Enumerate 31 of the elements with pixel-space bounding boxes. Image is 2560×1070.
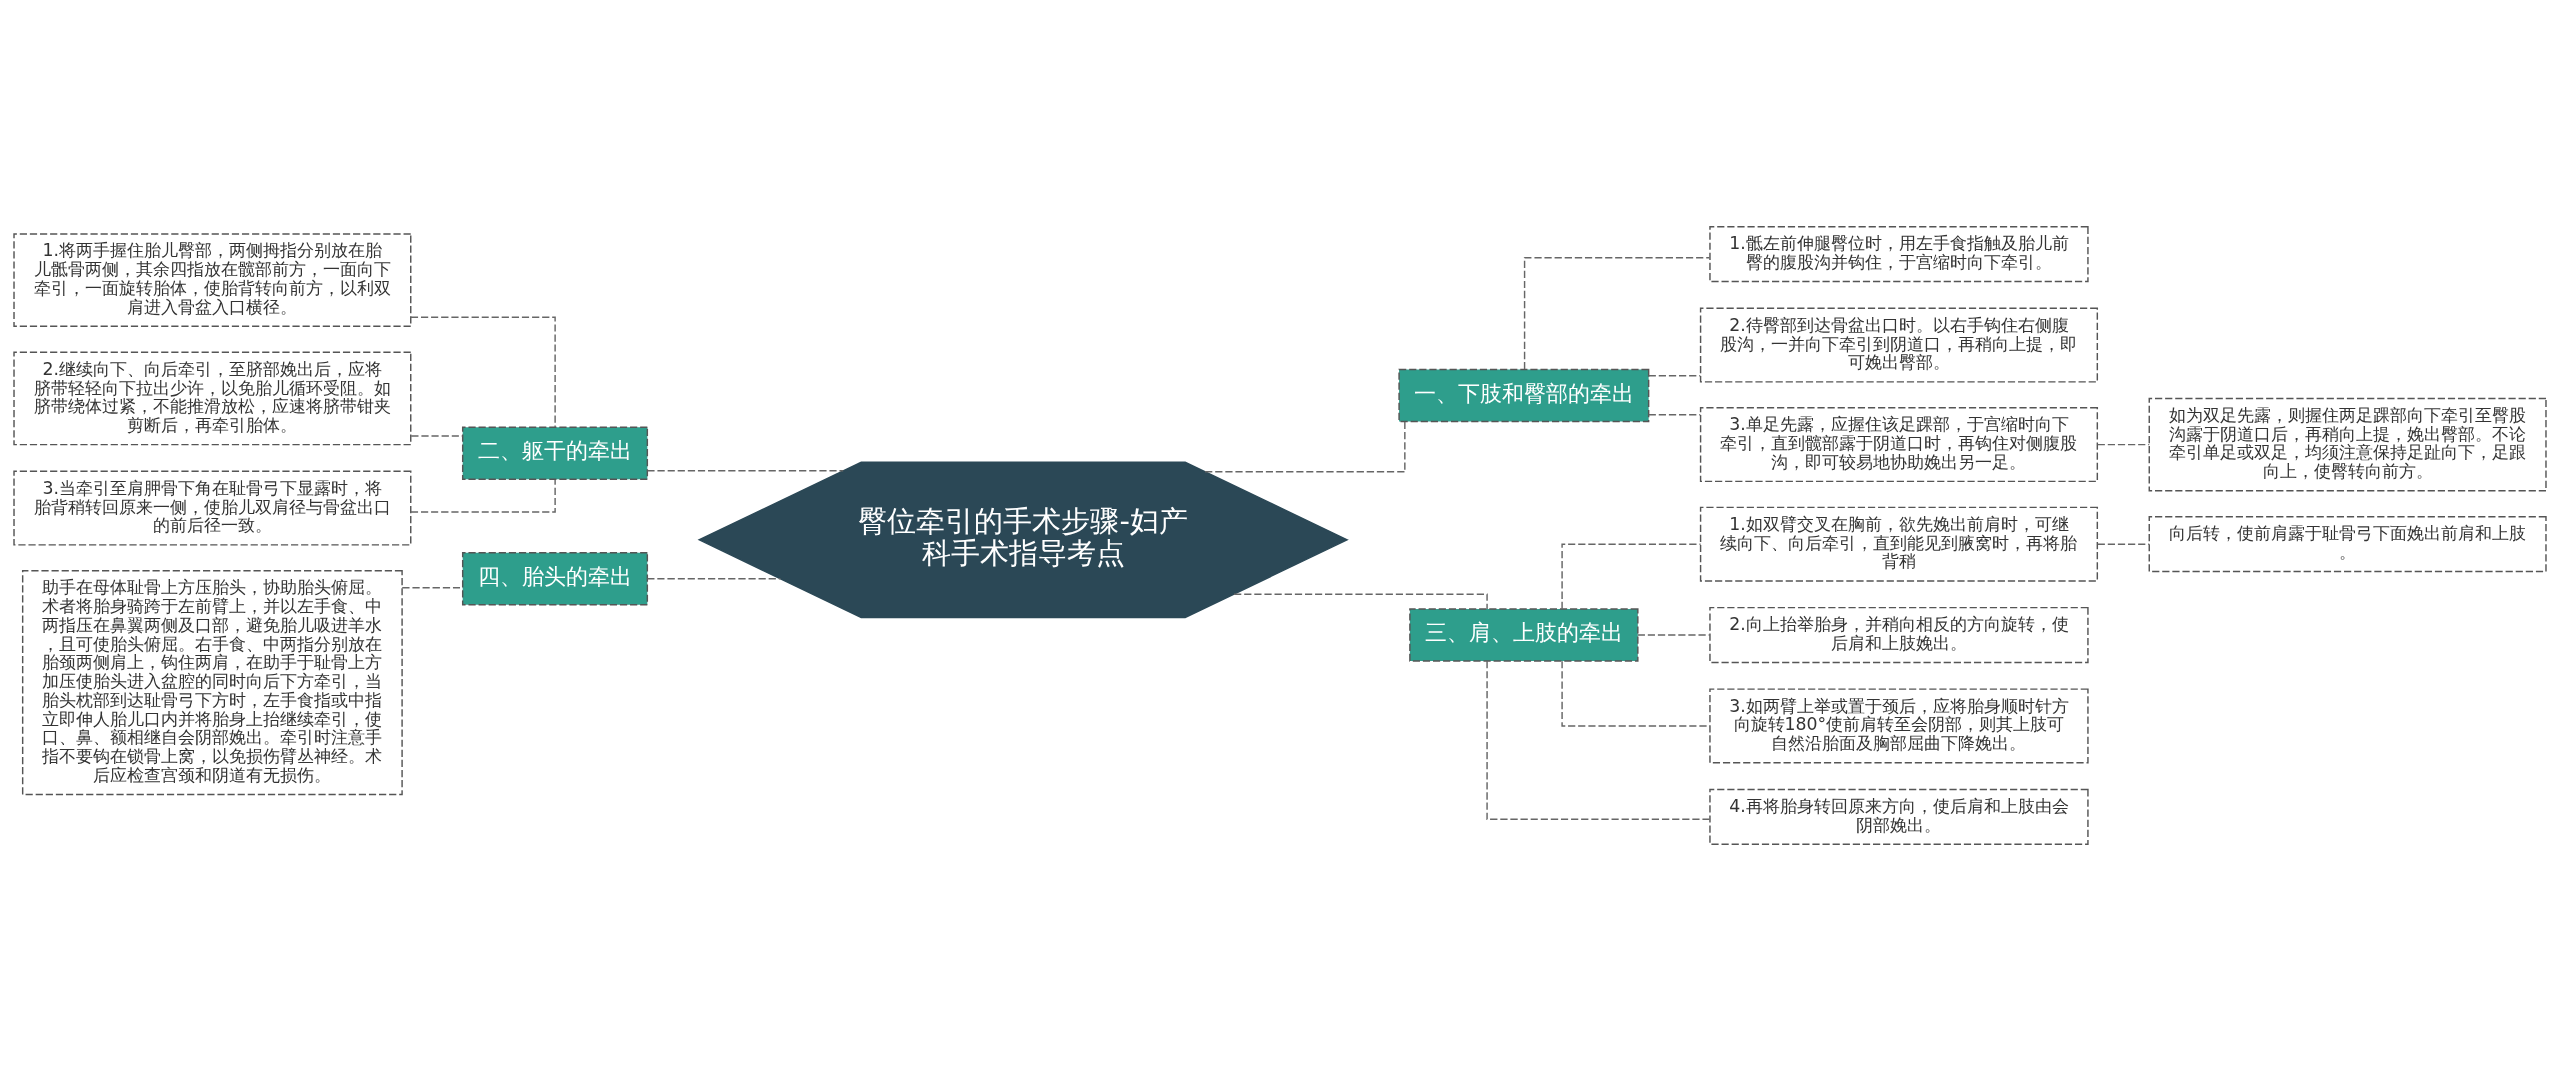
node-box: 二、躯干的牵出 [461,426,649,480]
connector [2097,443,2150,445]
connector [1648,413,1701,415]
node-box: 1.将两手握住胎儿臀部，两侧拇指分别放在胎儿骶骨两侧，其余四指放在髋部前方，一面向下牵引，一面旋转胎体，使胎背转向前方，以利双肩进入骨盆入口横径。 [13,232,412,327]
connector [1523,256,1711,370]
node-box: 如为双足先露，则握住两足踝部向下牵引至臀股沟露于阴道口后，再稍向上提，娩出臀部。不论牵引单足或双足，均须注意保持足趾向下，足跟向上，使臀转向前方。 [2148,397,2547,491]
connector [2097,542,2150,545]
connector [410,316,556,428]
node-box: 三、肩、上肢的牵出 [1409,607,1639,662]
connector [646,577,782,579]
connector [1561,542,1702,609]
node-box: 4.再将胎身转回原来方向，使后肩和上肢由会阴部娩出。 [1709,788,2089,845]
node-box: 助手在母体耻骨上方压胎头，协助胎头俯屈。术者将胎身骑跨于左前臂上，并以左手食、中两指压在鼻翼两侧及口部，避免胎儿吸进羊水，且可使胎头俯屈。右手食、中两指分别放在胎颈两侧肩上，钩住两肩，在助手于耻骨上方加压使胎头进入盆腔的同时向后下方牵引，当胎头枕部到达耻骨弓下方时，左手食指或中指立即伸人胎儿口内并将胎身上抬继续牵引，使口、鼻、额相继自会阴部娩出。牵引时注意手指不要钩在锁骨上窝，以免损伤臂丛神经。术后应检查宫颈和阴道有无损伤。 [21,569,403,795]
connector [1648,374,1701,376]
node-box: 1.如双臂交叉在胸前，欲先娩出前肩时，可继续向下、向后牵引，直到能见到腋窝时，再将胎背稍 [1699,506,2099,582]
connector [646,469,844,471]
node-box: 2.继续向下、向后牵引，至脐部娩出后，应将脐带轻轻向下拉出少许，以免胎儿循环受阻。如脐带绕体过紧，不能推滑放松，应速将脐带钳夹剪断后，再牵引胎体。 [13,351,412,445]
node-box: 2.待臀部到达骨盆出口时。以右手钩住右侧腹股沟，一并向下牵引到阴道口，再稍向上提，即可娩出臀部。 [1699,307,2099,383]
connector [410,478,556,513]
node-box: 1.骶左前伸腿臀位时，用左手食指触及胎儿前臀的腹股沟并钩住，于宫缩时向下牵引。 [1709,225,2089,282]
node-box: 向后转，使前肩露于耻骨弓下面娩出前肩和上肢。 [2148,515,2547,572]
connector [1233,593,1488,610]
node-box: 3.单足先露，应握住该足踝部，于宫缩时向下牵引，直到髋部露于阴道口时，再钩住对侧腹股沟，即可较易地协助娩出另一足。 [1699,406,2099,482]
node-box: 3.当牵引至肩胛骨下角在耻骨弓下显露时，将胎背稍转回原来一侧，使胎儿双肩径与骨盆出口的前后径一致。 [13,470,412,546]
connector [1486,659,1711,820]
node-box: 3.如两臂上举或置于颈后，应将胎身顺时针方向旋转180°使前肩转至会阴部，则其上肢可自然沿胎面及胸部屈曲下降娩出。 [1709,687,2089,763]
node-box: 2.向上抬举胎身，并稍向相反的方向旋转，使后肩和上肢娩出。 [1709,606,2089,663]
node-box: 一、下肢和臀部的牵出 [1398,368,1650,422]
node-box: 四、胎头的牵出 [461,551,649,605]
connector [1637,633,1711,636]
connector [1204,420,1406,472]
